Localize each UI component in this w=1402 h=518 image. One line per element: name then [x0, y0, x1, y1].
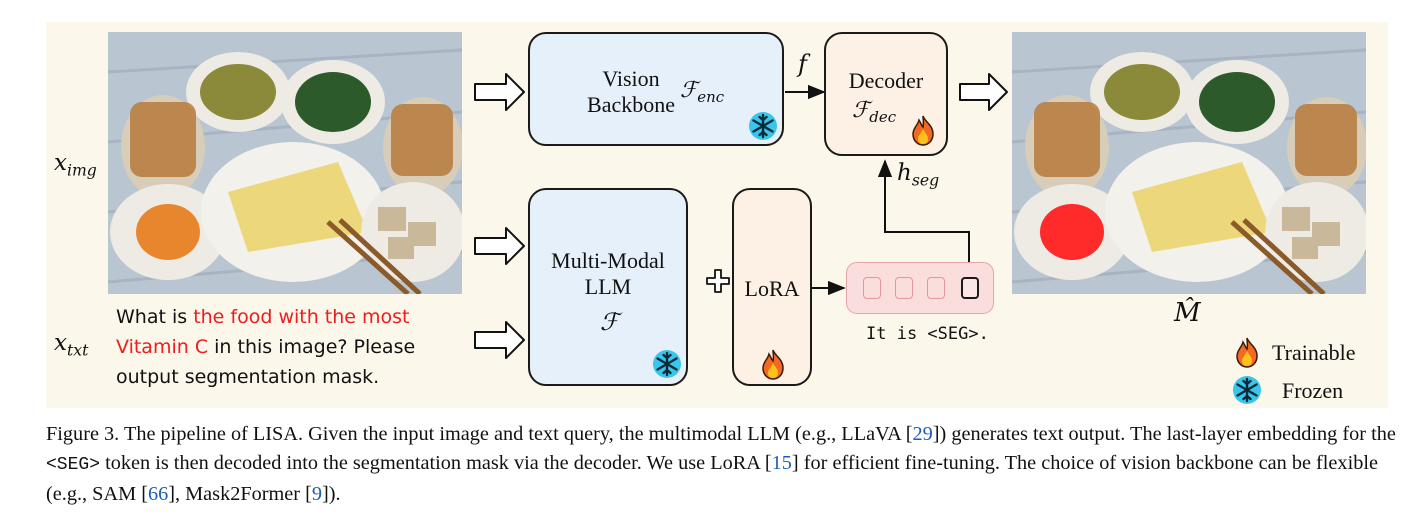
snowflake-icon: [653, 350, 681, 378]
citation-link[interactable]: 66: [147, 483, 169, 505]
hollow-arrow-image-to-llm: [474, 227, 525, 265]
caption-label: Figure 3.: [46, 423, 120, 445]
hollow-arrow-text-to-llm: [474, 321, 525, 359]
lora-box: LoRA: [732, 188, 812, 386]
legend-trainable-label: Trainable: [1272, 340, 1356, 365]
llm-symbol: ℱ: [600, 308, 619, 336]
text-token: [895, 277, 913, 299]
decoder-symbol: ℱdec: [852, 98, 897, 127]
plus-sign: [706, 269, 730, 293]
text-query: What is the food with the most Vitamin C…: [116, 306, 416, 388]
hollow-arrow-image-to-backbone: [474, 73, 525, 111]
output-token-sequence: [846, 262, 994, 314]
text-token: [863, 277, 881, 299]
decoder-label: Decoder: [848, 68, 924, 93]
query-highlight: the food with the most Vitamin C: [116, 306, 410, 358]
citation-link[interactable]: 29: [912, 423, 933, 445]
flame-icon: [762, 349, 784, 380]
input-image: [108, 32, 462, 294]
lora-label: LoRA: [744, 276, 800, 301]
encoder-symbol: ℱenc: [680, 78, 725, 107]
citation-link[interactable]: 15: [771, 452, 792, 474]
arrow-seg-token-to-decoder: [877, 159, 970, 274]
legend-frozen-label: Frozen: [1282, 378, 1344, 403]
feature-label: f: [798, 50, 807, 78]
hollow-arrow-decoder-to-mask: [959, 73, 1008, 111]
decoder-box: Decoder ℱdec: [824, 32, 948, 156]
snowflake-icon: [1233, 376, 1261, 404]
text-token: [927, 277, 945, 299]
output-text: It is <SEG>.: [866, 324, 989, 344]
hidden-state-label: hseg: [897, 160, 940, 190]
flame-icon: [1236, 337, 1258, 368]
segmentation-mask: [1040, 204, 1104, 260]
figure-caption: Figure 3. The pipeline of LISA. Given th…: [46, 423, 1396, 505]
snowflake-icon: [749, 112, 777, 140]
flame-icon: [912, 115, 934, 146]
citation-link[interactable]: 9: [311, 483, 323, 505]
seg-token: [961, 277, 979, 299]
seg-token-code: <SEG>: [46, 455, 101, 475]
mask-label: M̂: [1174, 298, 1201, 328]
text-input-label: 𝑥txt: [54, 330, 89, 360]
output-mask-image: [1012, 32, 1366, 294]
image-input-label: 𝑥img: [54, 150, 97, 180]
